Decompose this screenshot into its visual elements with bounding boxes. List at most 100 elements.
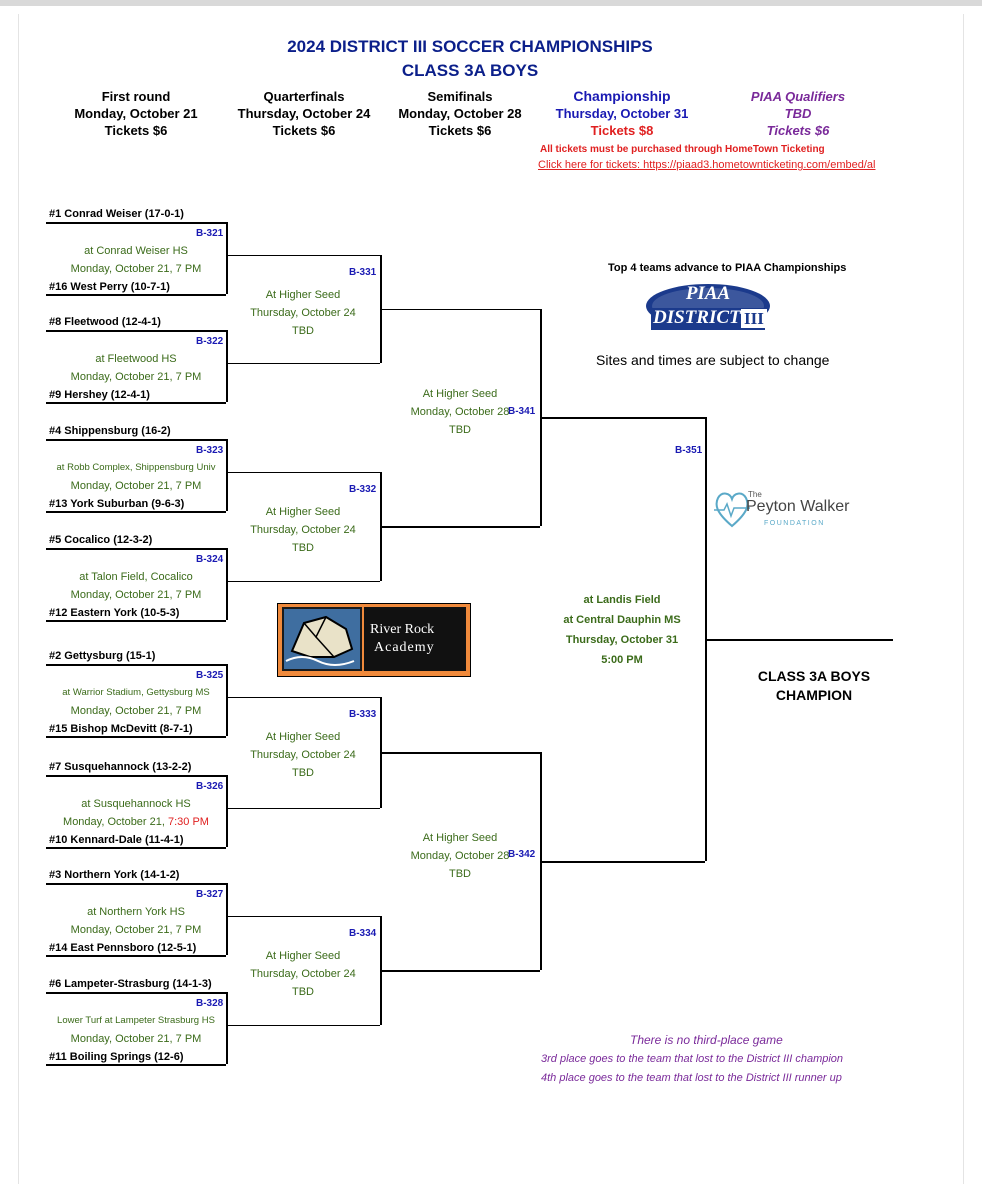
first-round-bracket: [226, 775, 228, 847]
page-border: [18, 14, 964, 1184]
first-round-bracket: [226, 992, 228, 1064]
match-time: Monday, October 21, 7 PM: [46, 925, 226, 936]
first-round-bracket: [226, 330, 228, 402]
piaa-logo-graphic: [646, 284, 770, 330]
match-venue: at Warrior Stadium, Gettysburg MS: [62, 687, 210, 698]
match-date: Thursday, October 24: [250, 748, 356, 761]
semifinal-line-top: [380, 752, 540, 754]
semifinal-line-bottom: [380, 526, 540, 528]
team-top: #7 Susquehannock (13-2-2): [49, 761, 192, 773]
first-round-line-bottom: [46, 294, 226, 296]
screenshot-top-bar: [0, 0, 982, 6]
page-title: 2024 DISTRICT III SOCCER CHAMPIONSHIPS: [287, 37, 653, 56]
match-code: B-324: [196, 554, 224, 565]
match-time: Monday, October 21, 7 PM: [46, 706, 226, 717]
first-round-line-top: [46, 775, 226, 777]
match-code: B-328: [196, 998, 224, 1009]
team-top: #2 Gettysburg (15-1): [49, 650, 156, 662]
semifinal-line-bottom: [380, 970, 540, 972]
quarterfinal-line-bottom: [226, 1024, 380, 1026]
team-bottom: #16 West Perry (10-7-1): [49, 281, 170, 293]
team-top: #4 Shippensburg (16-2): [49, 425, 171, 437]
quarterfinal-line-bottom: [226, 362, 380, 364]
match-venue: At Higher Seed: [422, 388, 498, 401]
quarterfinal-line-top: [226, 915, 380, 917]
match-code: B-322: [196, 336, 224, 347]
match-venue: at Northern York HS: [87, 906, 185, 918]
match-time: Monday, October 21, 7 PM: [46, 481, 226, 492]
match-venue: At Higher Seed: [422, 832, 498, 844]
first-round-bracket: [226, 883, 228, 955]
team-bottom: #9 Hershey (12-4-1): [49, 389, 150, 401]
first-round-line-bottom: [46, 955, 226, 957]
match-time: Monday, October 21, 7 PM: [46, 1034, 226, 1045]
sites-note: Sites and times are subject to change: [596, 352, 830, 368]
match-code: B-334: [349, 927, 377, 939]
match-venue: at Fleetwood HS: [95, 353, 177, 365]
river-rock-text-panel: River Rock Academy: [364, 607, 466, 671]
match-venue: at Susquehannock HS: [81, 798, 191, 810]
third-place-line2: 3rd place goes to the team that lost to …: [541, 1053, 844, 1065]
match-time: TBD: [292, 541, 314, 554]
match-code: B-331: [349, 266, 377, 278]
match-time: TBD: [292, 324, 314, 337]
quarterfinal-line-bottom: [226, 807, 380, 809]
team-bottom: #12 Eastern York (10-5-3): [49, 607, 180, 619]
match-code-b351: B-351: [675, 445, 703, 456]
match-code: B-327: [196, 889, 224, 900]
match-date: Thursday, October 24: [250, 967, 356, 980]
match-venue: At Higher Seed: [265, 730, 341, 743]
match-code: B-326: [196, 781, 224, 792]
match-date: Monday, October 21,: [70, 1033, 176, 1045]
river-rock-academy-logo: River Rock Academy: [277, 603, 471, 677]
ticket-link[interactable]: Click here for tickets: https://piaad3.h…: [538, 160, 876, 171]
first-round-bracket: [226, 222, 228, 294]
match-venue: at Conrad Weiser HS: [84, 245, 188, 257]
first-round-line-bottom: [46, 511, 226, 513]
champion-label: CLASS 3A BOYS CHAMPION: [757, 668, 871, 703]
first-round-bracket: [226, 664, 228, 736]
match-code: B-332: [349, 483, 377, 495]
team-bottom: #11 Boiling Springs (12-6): [49, 1051, 184, 1063]
match-date: Monday, October 21,: [70, 371, 176, 383]
team-bottom: #15 Bishop McDevitt (8-7-1): [49, 723, 193, 735]
match-hour: 7 PM: [175, 263, 202, 275]
third-place-line1: There is no third-place game: [630, 1033, 783, 1047]
match-date: Thursday, October 24: [250, 523, 356, 536]
match-code: B-323: [196, 445, 224, 456]
peyton-walker-logo: The Peyton Walker FOUNDATION: [712, 486, 849, 536]
match-code: B-341: [508, 405, 536, 417]
first-round-line-top: [46, 330, 226, 332]
team-top: #6 Lampeter-Strasburg (14-1-3): [49, 978, 212, 990]
team-bottom: #13 York Suburban (9-6-3): [49, 498, 185, 510]
first-round-line-bottom: [46, 620, 226, 622]
first-round-line-top: [46, 222, 226, 224]
match-hour: 7 PM: [175, 705, 202, 717]
match-date: Monday, October 21,: [70, 705, 176, 717]
first-round-line-bottom: [46, 847, 226, 849]
first-round-line-bottom: [46, 1064, 226, 1066]
match-date: Monday, October 21,: [63, 816, 168, 828]
first-round-line-bottom: [46, 402, 226, 404]
match-venue: Lower Turf at Lampeter Strasburg HS: [57, 1015, 215, 1026]
quarterfinal-line-top: [226, 471, 380, 473]
ticket-note: All tickets must be purchased through Ho…: [540, 144, 825, 155]
match-code: B-321: [196, 228, 224, 239]
champion-line: [705, 639, 893, 641]
rock-icon: [284, 609, 360, 669]
championship-line-top: [540, 417, 705, 419]
match-venue: At Higher Seed: [265, 949, 341, 962]
match-date: Monday, October 21,: [70, 924, 176, 936]
match-hour: 7 PM: [175, 371, 202, 383]
match-hour: 7 PM: [175, 924, 202, 936]
team-bottom: #14 East Pennsboro (12-5-1): [49, 942, 197, 954]
match-hour: 7:30 PM: [168, 816, 209, 828]
